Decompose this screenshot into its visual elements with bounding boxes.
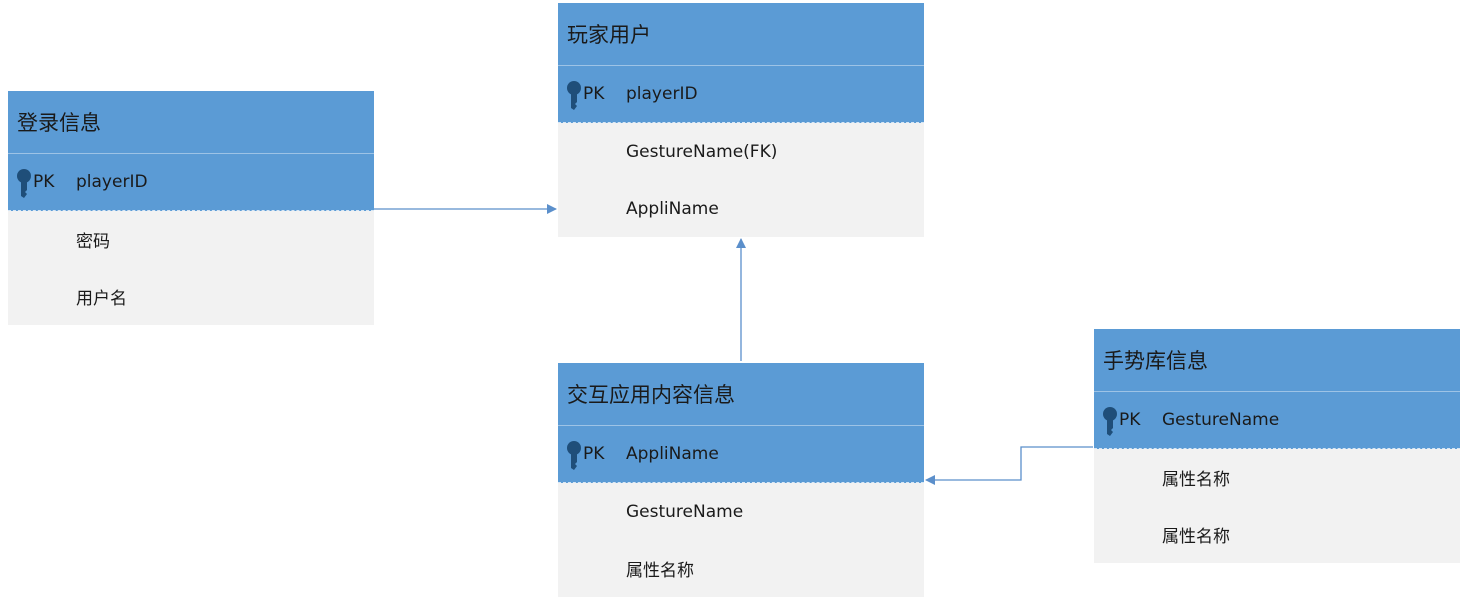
key-icon [1103,407,1117,436]
key-icon [17,169,31,198]
primary-key-row: PK playerID [558,66,924,123]
field-row: 用户名 [8,268,374,325]
pk-tag: PK [583,84,605,104]
field-name: GestureName(FK) [626,141,778,162]
field-name: GestureName [626,501,744,522]
field-name: 属性名称 [626,561,694,581]
pk-field: playerID [76,172,148,192]
pk-tag: PK [583,444,605,464]
pk-tag: PK [1119,410,1141,430]
entity-gesture-library[interactable]: 手势库信息 PK GestureName 属性名称 属性名称 [1094,329,1460,563]
field-row: AppliName [558,180,924,237]
field-row: GestureName(FK) [558,123,924,180]
pk-field: playerID [626,84,698,104]
field-name: AppliName [626,198,719,219]
field-row: GestureName [558,483,924,540]
entity-header: 手势库信息 [1094,329,1460,392]
entity-header: 登录信息 [8,91,374,154]
entity-header: 玩家用户 [558,3,924,66]
field-row: 属性名称 [558,540,924,597]
entity-login-info[interactable]: 登录信息 PK playerID 密码 用户名 [8,91,374,325]
primary-key-row: PK GestureName [1094,392,1460,449]
field-row: 属性名称 [1094,449,1460,506]
entity-player-user[interactable]: 玩家用户 PK playerID GestureName(FK) AppliNa… [558,3,924,237]
field-name: 属性名称 [1162,470,1230,490]
key-icon [567,441,581,470]
field-name: 属性名称 [1162,527,1230,547]
entity-header: 交互应用内容信息 [558,363,924,426]
entity-body: 密码 用户名 [8,211,374,325]
pk-field: AppliName [626,444,719,464]
field-row: 密码 [8,211,374,268]
field-row: 属性名称 [1094,506,1460,563]
connector-gesture-to-app [925,446,1093,485]
pk-field: GestureName [1162,410,1280,430]
entity-interactive-app-content[interactable]: 交互应用内容信息 PK AppliName GestureName 属性名称 [558,363,924,597]
key-icon [567,81,581,110]
primary-key-row: PK AppliName [558,426,924,483]
primary-key-row: PK playerID [8,154,374,211]
entity-body: GestureName(FK) AppliName [558,123,924,237]
entity-body: GestureName 属性名称 [558,483,924,597]
field-name: 用户名 [76,289,127,309]
entity-body: 属性名称 属性名称 [1094,449,1460,563]
pk-tag: PK [33,172,55,192]
field-name: 密码 [76,232,110,252]
